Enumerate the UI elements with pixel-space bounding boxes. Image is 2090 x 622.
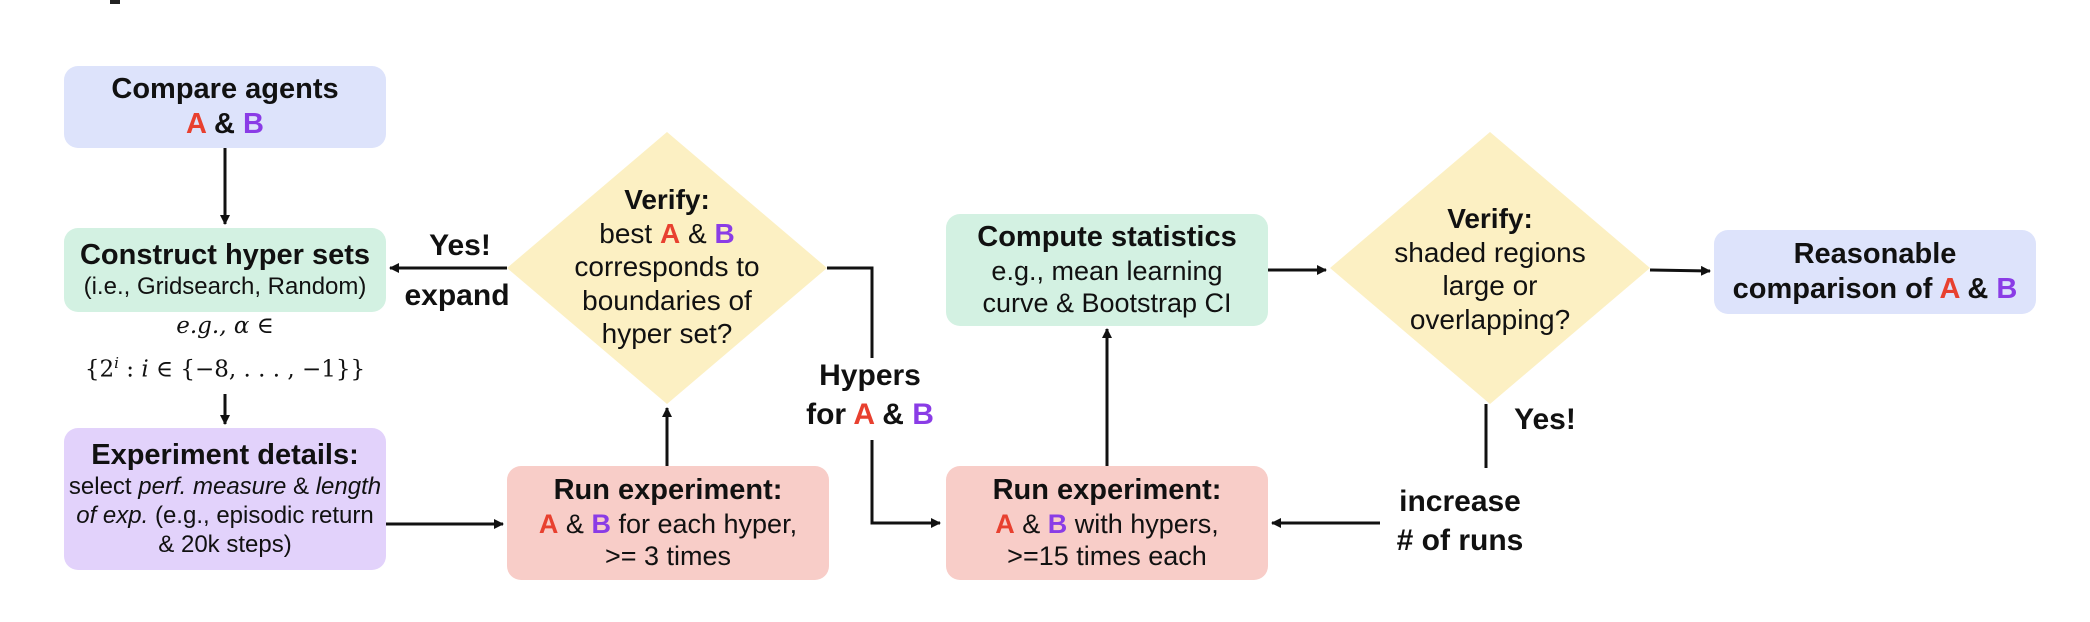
details-l2-b: (e.g., episodic return [148, 502, 374, 529]
hypers-agent-a: A [853, 398, 874, 431]
run2-l1-rest: with hypers, [1067, 509, 1219, 539]
details-l2-em: of exp. [76, 502, 149, 529]
run1-agent-b: B [591, 509, 611, 539]
stats-line2: curve & Bootstrap CI [982, 288, 1232, 319]
math-i: i [141, 356, 149, 383]
construct-hyper-sets-box: Construct hyper sets (i.e., Gridsearch, … [64, 228, 386, 312]
run2-line2: >=15 times each [1007, 541, 1207, 572]
verify1-l1-pre: best [599, 217, 660, 249]
runs-word: # of runs [1396, 524, 1524, 557]
amp: & [213, 108, 235, 140]
verify1-line3: boundaries of [582, 284, 752, 316]
verify1-line1: best A & B [537, 217, 797, 251]
result-agent-b: B [1996, 273, 2018, 305]
arrow-hypers-to-run2 [870, 440, 941, 528]
run2-agent-b: B [1047, 509, 1068, 539]
details-line1: select perf. measure & length [69, 473, 381, 502]
run2-title: Run experiment: [992, 474, 1222, 507]
reasonable-comparison-box: Reasonable comparison of A & B [1714, 230, 2036, 314]
verify1-title: Verify: [624, 184, 710, 215]
details-line2: of exp. (e.g., episodic return [76, 502, 374, 531]
construct-subtitle: (i.e., Gridsearch, Random) [83, 273, 367, 300]
verify-hyper-diamond [507, 132, 827, 404]
expand-label: expand [404, 279, 510, 312]
compute-statistics-box: Compute statistics e.g., mean learning c… [946, 214, 1268, 326]
yes-label-1: Yes! [429, 229, 491, 262]
run2-line1: A & B with hypers, [995, 508, 1219, 540]
construct-title: Construct hyper sets [79, 239, 371, 272]
verify1-line4: hyper set? [601, 318, 733, 350]
math-elem: ∈ [256, 313, 274, 339]
math-sup: i [114, 354, 119, 372]
details-title: Experiment details: [91, 439, 359, 472]
math-open: {2 [84, 356, 115, 383]
details-l1-em1: perf. measure [138, 473, 287, 501]
math-set: ∈ {−8, . . . , −1}} [148, 356, 366, 383]
result-line2: comparison of A & B [1733, 272, 2018, 307]
result-agent-a: A [1939, 273, 1960, 305]
agent-b-label: B [243, 108, 264, 140]
run-experiment-2-box: Run experiment: A & B with hypers, >=15 … [946, 466, 1268, 580]
increase-word: increase [1399, 485, 1521, 518]
math-colon: : [118, 356, 142, 383]
details-line3: & 20k steps) [158, 530, 292, 558]
run2-amp: & [1022, 509, 1041, 539]
run1-line1: A & B for each hyper, [539, 508, 797, 540]
arrow-verify1-to-run2 [827, 266, 874, 358]
stats-title: Compute statistics [977, 221, 1237, 254]
math-alpha: α [233, 313, 250, 339]
yes-label-2: Yes! [1514, 403, 1576, 436]
compare-agents-box: Compare agents A & B [64, 66, 386, 148]
hypers-label: Hypers for A & B [800, 356, 940, 434]
run1-amp: & [565, 509, 584, 539]
verify2-line2: large or [1442, 270, 1538, 302]
verify2-line3: overlapping? [1409, 303, 1571, 335]
hypers-agent-b: B [912, 398, 934, 431]
math-eg: e.g., [176, 313, 234, 339]
increase-runs-label: increase # of runs [1380, 482, 1540, 560]
run1-line2: >= 3 times [604, 541, 732, 572]
run-experiment-1-box: Run experiment: A & B for each hyper, >=… [507, 466, 829, 580]
result-amp: & [1967, 273, 1989, 305]
verify1-line2: corresponds to [574, 251, 760, 283]
run2-agent-a: A [995, 509, 1015, 539]
verify2-title: Verify: [1447, 203, 1533, 234]
hypers-for-line: for A & B [800, 395, 940, 434]
verify1-agent-a: A [659, 217, 681, 249]
result-line1: Reasonable [1793, 238, 1957, 271]
verify1-agent-b: B [714, 217, 735, 249]
verify2-line1: shaded regions [1394, 236, 1586, 268]
verify-stats-diamond [1330, 132, 1650, 404]
verify2-text: Verify: shaded regions large or overlapp… [1360, 202, 1620, 336]
corner-mark [110, 0, 120, 4]
hypers-amp: & [882, 398, 904, 431]
details-l1-a: select [68, 473, 139, 501]
hyper-example-line2: {2i : i ∈ {−8, . . . , −1}} [64, 354, 386, 383]
compare-agents-line: A & B [186, 107, 264, 142]
verify1-text: Verify: best A & B corresponds to bounda… [537, 183, 797, 351]
run1-l1-rest: for each hyper, [610, 509, 798, 539]
details-l1-b: & [286, 473, 316, 501]
hypers-word: Hypers [819, 359, 921, 392]
run1-title: Run experiment: [553, 474, 783, 507]
agent-a-label: A [186, 108, 206, 140]
compare-title: Compare agents [111, 73, 339, 106]
stats-line1: e.g., mean learning [991, 256, 1223, 286]
details-l1-em2: length [315, 473, 382, 501]
hyper-example-line1: e.g., α ∈ [64, 313, 386, 339]
experiment-details-box: Experiment details: select perf. measure… [64, 428, 386, 570]
arrow-verify2-to-result [1649, 265, 1711, 276]
result-l2-pre: comparison of [1732, 273, 1940, 305]
run1-agent-a: A [538, 509, 559, 539]
hypers-for: for [806, 398, 854, 431]
verify1-amp: & [688, 217, 707, 249]
